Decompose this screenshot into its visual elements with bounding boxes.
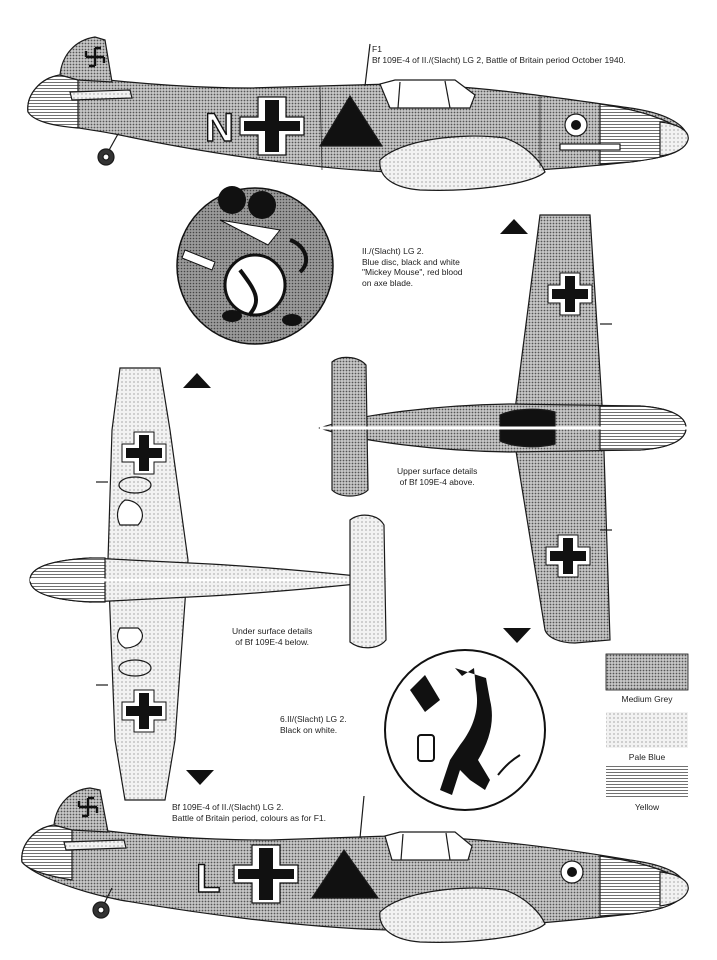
arrow-up-icon <box>183 373 211 388</box>
under-view-caption: Under surface details of Bf 109E-4 below… <box>232 626 312 647</box>
f1-code-letter: N <box>205 106 234 150</box>
caption-line: II./(Slacht) LG 2. <box>362 246 424 256</box>
colour-key <box>605 653 689 798</box>
f1-id: F1 <box>372 44 382 54</box>
upper-surface-plan <box>318 214 690 644</box>
caption-line: "Mickey Mouse", red blood <box>362 267 463 277</box>
caption-line: 6.II/(Slacht) LG 2. <box>280 714 347 724</box>
f1-side-profile: N <box>27 36 689 191</box>
caption-line: on axe blade. <box>362 277 414 288</box>
upper-view-caption: Upper surface details of Bf 109E-4 above… <box>397 466 477 487</box>
under-surface-plan <box>29 367 400 801</box>
f1-cross <box>239 96 305 156</box>
insignia-1-caption: II./(Slacht) LG 2. Blue disc, black and … <box>362 246 463 288</box>
caption-line: of Bf 109E-4 below. <box>235 636 310 647</box>
caption-line: Blue disc, black and white <box>362 256 460 267</box>
caption-line: Black on white. <box>280 724 338 735</box>
f2-code-letter: L <box>196 857 220 901</box>
f2-side-profile: L <box>21 787 689 943</box>
insignia-cat-disc <box>384 649 546 811</box>
insignia-mickey-disc <box>176 186 334 345</box>
f1-caption: F1 Bf 109E-4 of II./(Slacht) LG 2, Battl… <box>372 44 626 65</box>
arrow-down-icon <box>503 628 531 643</box>
swatch-medium-grey <box>605 653 689 691</box>
swatch-pale-blue <box>606 712 688 748</box>
insignia-2-caption: 6.II/(Slacht) LG 2. Black on white. <box>280 714 347 735</box>
f1-title: Bf 109E-4 of II./(Slacht) LG 2, Battle o… <box>372 54 626 65</box>
f2-caption: Bf 109E-4 of II./(Slacht) LG 2. Battle o… <box>172 802 326 823</box>
arrow-down-icon <box>186 770 214 785</box>
key-label-pale-blue: Pale Blue <box>628 752 666 762</box>
caption-line: Under surface details <box>232 626 313 636</box>
f2-title-line-2: Battle of Britain period, colours as for… <box>172 812 327 823</box>
caption-line: of Bf 109E-4 above. <box>399 476 475 487</box>
key-label-medium-grey: Medium Grey <box>621 694 673 704</box>
f2-title-line-1: Bf 109E-4 of II./(Slacht) LG 2. <box>172 802 284 812</box>
swatch-yellow <box>606 766 688 798</box>
caption-line: Upper surface details <box>397 466 478 476</box>
key-label-yellow: Yellow <box>634 802 660 812</box>
arrow-up-icon <box>500 219 528 234</box>
